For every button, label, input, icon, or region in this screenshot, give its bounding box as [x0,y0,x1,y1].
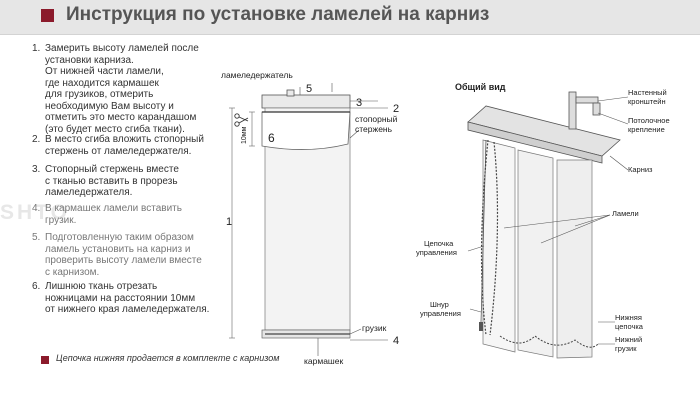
slat-2 [517,149,554,358]
label-weight: грузик [362,323,387,333]
label-bottom-weight-2: грузик [615,344,637,353]
label-wall-bracket-1: Настенный [628,88,667,97]
label-control-cord-1: Шнур [430,300,449,309]
page-header: Инструкция по установке ламелей на карни… [0,0,700,35]
slat-diagram: ламеледержатель 5 3 2 6 стопорный стерже… [221,70,399,366]
folded-flap [261,111,351,150]
label-wall-bracket-2: кронштейн [628,97,666,106]
footnote-square-icon [41,356,49,364]
step-number: 2. [32,134,41,145]
label-stop-rod-2: стержень [355,124,393,134]
label-ceiling-mount-1: Потолочное [628,116,670,125]
header-square-icon [41,9,54,22]
label-control-chain-2: управления [416,248,457,257]
label-control-cord-2: управления [420,309,461,318]
lamel-holder-shape [261,94,351,109]
step-number: 1. [32,43,41,54]
step-text: Стопорный стержень вместе с тканью встав… [45,164,179,198]
control-chain [480,139,489,336]
callout-2: 2 [393,103,399,115]
page-title: Инструкция по установке ламелей на карни… [66,4,490,25]
step-number: 4. [32,203,41,214]
slat-1 [482,139,516,353]
label-cornice: Карниз [628,165,653,174]
label-bottom-weight-1: Нижний [615,335,642,344]
label-control-chain-1: Цепочка [424,239,454,248]
step-4: 4. В кармашек ламели вставить грузик. [32,203,232,226]
step-text: Лишнюю ткань отрезать ножницами на расст… [45,281,210,315]
step-6: 6. Лишнюю ткань отрезать ножницами на ра… [32,281,232,316]
step-number: 5. [32,232,41,243]
step-text: В кармашек ламели вставить грузик. [45,203,182,226]
step-5: 5. Подготовленную таким образом ламель у… [32,232,232,278]
step-number: 6. [32,281,41,292]
callout-4: 4 [393,335,399,347]
step-2: 2. В место сгиба вложить стопорный стерж… [32,134,232,157]
overview-diagram: Общий вид Настенный кронш [416,82,670,359]
label-ceiling-mount-2: крепление [628,125,665,134]
scissors-icon [234,113,249,127]
step-number: 3. [32,164,41,175]
label-pocket: кармашек [304,356,343,366]
label-stop-rod-1: стопорный [355,114,398,124]
footnote: Цепочка нижняя продается в комплекте с к… [56,353,280,363]
control-cord [480,139,487,323]
step-1: 1. Замерить высоту ламелей после установ… [32,43,232,135]
bottom-chain [499,335,599,348]
label-bottom-chain-2: цепочка [615,322,644,331]
slat-3 [556,159,593,359]
label-bottom-chain-1: Нижняя [615,313,642,322]
step-text: В место сгиба вложить стопорный стержень… [45,134,204,157]
label-lamel-holder: ламеледержатель [221,70,293,80]
lamel-holder-hook [286,89,295,97]
wall-bracket-shape [568,91,601,130]
callout-1: 1 [226,216,232,228]
label-lamels: Ламели [612,209,639,218]
step-text: Подготовленную таким образом ламель уста… [45,232,202,278]
watermark: SHTO [0,202,70,224]
overview-title: Общий вид [455,82,506,92]
callout-5: 5 [306,83,312,95]
callout-6: 6 [268,131,275,145]
step-3: 3. Стопорный стержень вместе с тканью вс… [32,164,232,199]
callout-3: 3 [356,97,362,109]
label-10mm: 10мм [241,126,248,144]
step-text: Замерить высоту ламелей после установки … [45,43,199,135]
